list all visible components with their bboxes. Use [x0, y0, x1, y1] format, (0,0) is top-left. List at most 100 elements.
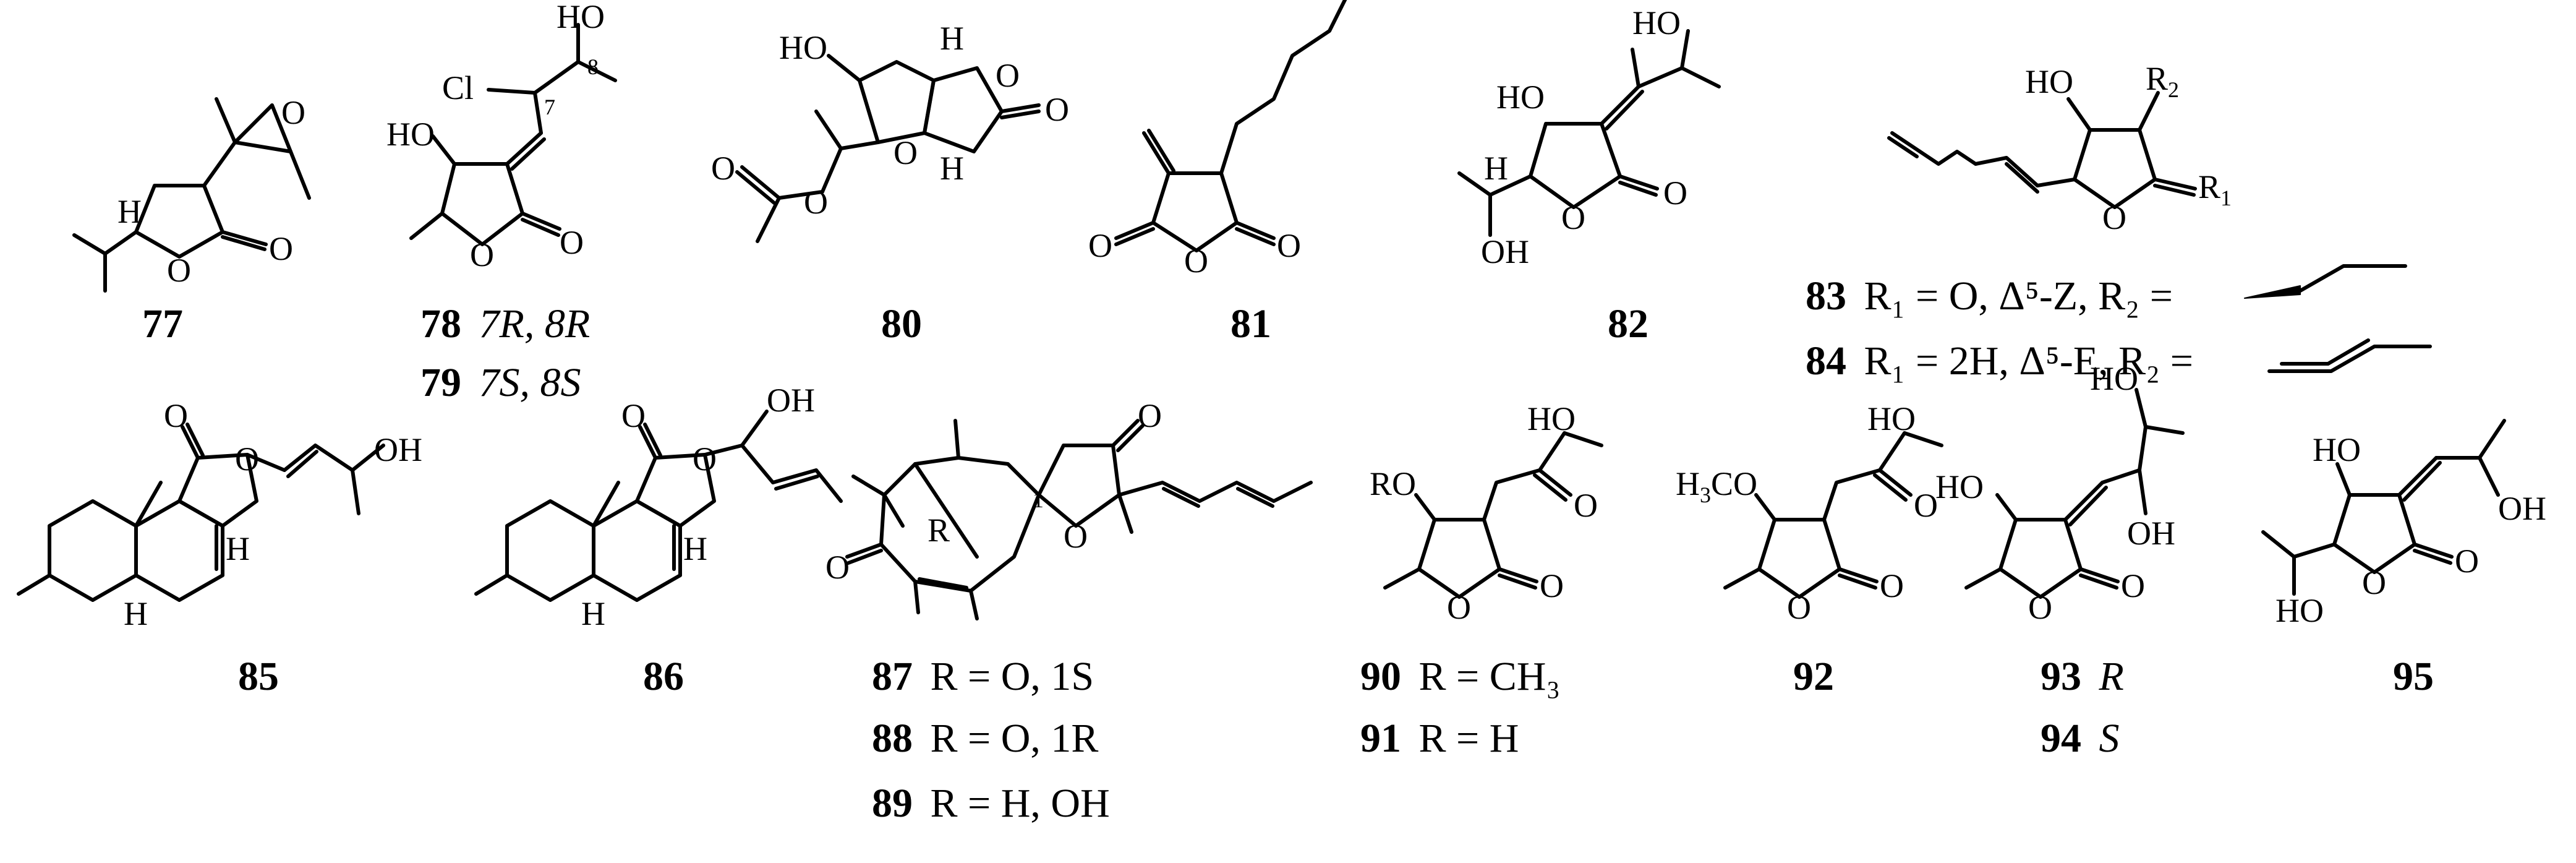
compound-desc: R = O, 1S [931, 654, 1094, 699]
compound-config: S [2099, 716, 2120, 761]
atom-o: O [1663, 174, 1687, 212]
atom-ho: HO [2313, 431, 2361, 468]
compound-label-79: 79 7S, 8S [420, 360, 581, 405]
atom-h: H [226, 530, 250, 567]
atom-o: O [1138, 397, 1162, 434]
atom-ho: HO [386, 116, 435, 153]
compound-label-93: 93 R [2041, 654, 2124, 699]
structure-86: O O H H OH [474, 382, 843, 632]
structure-77: H O O O [72, 94, 311, 293]
atom-o: O [1447, 589, 1471, 626]
compound-number: 88 [872, 716, 913, 761]
structure-93: HO O O HO OH [1935, 360, 2185, 626]
atom-o: O [1561, 199, 1585, 236]
atom-h: H [940, 20, 964, 57]
compound-label-84: 84 R₁ = 2H, Δ⁵-E, R₂ = [1806, 338, 2193, 384]
atom-o: O [1088, 227, 1112, 264]
atom-o: O [711, 150, 735, 187]
atom-cl: Cl [442, 69, 474, 106]
compound-desc: R = H, OH [931, 781, 1110, 826]
atom-o: O [893, 134, 918, 171]
compound-number: 91 [1360, 716, 1401, 761]
compound-number: 92 [1793, 654, 1834, 699]
compound-number: 78 [420, 301, 461, 346]
atom-o: O [1064, 518, 1088, 555]
atom-o: O [1880, 567, 1904, 604]
compound-number: 79 [420, 360, 461, 405]
atom-o: O [825, 549, 850, 586]
atom-oh: OH [2127, 515, 2175, 552]
structure-80: HO H O O O H O O [711, 20, 1069, 243]
atom-o: O [235, 440, 259, 478]
atom-ho: HO [2025, 63, 2073, 100]
compound-label-94: 94 S [2041, 716, 2120, 761]
compound-desc: R₁ = O, Δ⁵-Z, R₂ = [1864, 273, 2173, 319]
structure-85: O O H H OH [17, 397, 422, 632]
atom-h: H [581, 595, 605, 632]
compound-desc: R = O, 1R [931, 716, 1099, 761]
atom-r1: R1 [2198, 168, 2232, 210]
compound-desc: R = H [1419, 716, 1519, 761]
atom-ho: HO [2275, 592, 2324, 629]
atom-r2: R2 [2146, 60, 2179, 102]
compound-label-78: 78 7R, 8R [420, 301, 590, 346]
atom-o: O [281, 94, 305, 131]
atom-o: O [269, 230, 293, 267]
atom-ho: HO [779, 29, 827, 66]
atom-ho: HO [1527, 400, 1576, 437]
atom-o: O [167, 252, 191, 289]
compound-label-90: 90 R = CH₃ [1360, 654, 1560, 699]
compound-config: 7S, 8S [479, 360, 581, 405]
locant-8: 8 [587, 54, 599, 79]
compound-config: R [2099, 654, 2124, 699]
atom-ho: HO [1496, 79, 1545, 116]
atom-o: O [2028, 589, 2052, 626]
atom-o: O [996, 57, 1020, 94]
compound-number: 86 [643, 654, 684, 699]
atom-o: O [1277, 227, 1301, 264]
atom-h: H [940, 150, 964, 187]
structure-87: O R 1 O O [825, 397, 1313, 620]
compound-number: 84 [1806, 338, 1846, 384]
structure-95: HO O O OH HO [2261, 419, 2546, 629]
compound-label-87: 87 R = O, 1S [872, 654, 1094, 699]
compound-number: 80 [881, 301, 922, 346]
atom-ho: HO [557, 0, 605, 35]
compound-number: 94 [2041, 716, 2081, 761]
atom-o: O [1574, 487, 1598, 524]
atom-o: O [2455, 543, 2479, 580]
atom-o: O [560, 224, 584, 261]
compound-number: 85 [238, 654, 279, 699]
atom-h: H [1484, 150, 1508, 187]
atom-h: H [124, 595, 148, 632]
compound-label-88: 88 R = O, 1R [872, 716, 1098, 761]
substituent-83-r2 [2244, 264, 2407, 299]
compound-number: 95 [2393, 654, 2434, 699]
atom-o: O [1540, 567, 1564, 604]
structure-82: HO HO H O O OH [1457, 4, 1721, 270]
atom-o: O [2102, 199, 2126, 236]
atom-oh: OH [1481, 233, 1529, 270]
atom-o: O [804, 184, 828, 221]
compound-number: 93 [2041, 654, 2081, 699]
compound-number: 81 [1230, 301, 1271, 346]
compound-label-83: 83 R₁ = O, Δ⁵-Z, R₂ = [1806, 273, 2173, 319]
structure-78: HO O O Cl HO 7 8 [386, 0, 617, 273]
compound-label-89: 89 R = H, OH [872, 781, 1110, 826]
compound-number: 89 [872, 781, 913, 826]
atom-h3co: H3CO [1676, 465, 1757, 507]
atom-o: O [1184, 243, 1208, 280]
structure-81: O O O [1088, 0, 1347, 280]
atom-o: O [1914, 487, 1938, 524]
compound-config: 7R, 8R [479, 301, 591, 346]
compound-desc: R₁ = 2H, Δ⁵-E, R₂ = [1864, 338, 2193, 384]
locant-1: 1 [1033, 487, 1044, 512]
atom-ho: HO [1867, 400, 1916, 437]
structure-83: HO R2 O R1 [1887, 60, 2232, 236]
atom-r: R [928, 512, 950, 549]
substituent-84-r2 [2267, 338, 2432, 373]
compound-number: 87 [872, 654, 913, 699]
compound-number: 82 [1608, 301, 1648, 346]
compound-number: 77 [142, 301, 183, 346]
